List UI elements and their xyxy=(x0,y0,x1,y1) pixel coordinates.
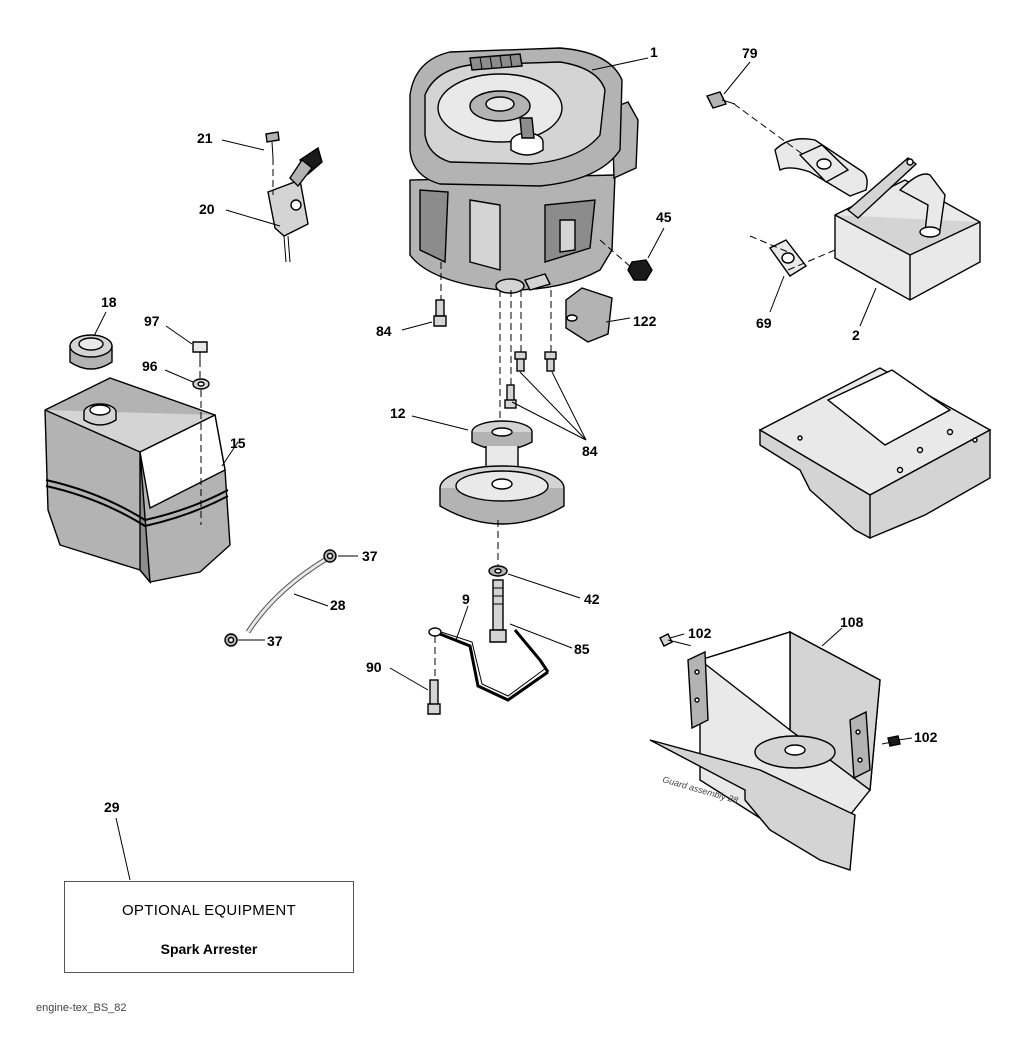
engine-mount-plate xyxy=(758,367,992,540)
screw-102-left xyxy=(659,633,685,647)
callout-12: 12 xyxy=(390,405,406,421)
callout-9: 9 xyxy=(462,591,470,607)
engine-pulley xyxy=(439,420,565,525)
callout-leader-lines xyxy=(93,57,913,881)
hose-clamp-bottom xyxy=(224,633,238,647)
fuel-line xyxy=(245,555,330,634)
fuel-cap xyxy=(69,334,113,370)
throttle-control xyxy=(267,146,323,263)
callout-84-cluster: 84 xyxy=(582,443,598,459)
callout-1: 1 xyxy=(650,44,658,60)
bolt-84-left xyxy=(433,299,447,327)
callout-37-bottom: 37 xyxy=(267,633,283,649)
bolt-97 xyxy=(192,341,208,362)
pulley-bolt xyxy=(489,579,507,643)
callout-96: 96 xyxy=(142,358,158,374)
callout-122: 122 xyxy=(633,313,657,329)
muffler-bolt xyxy=(706,91,736,109)
assembly-center-lines xyxy=(199,103,836,680)
engine-assembly xyxy=(409,47,639,294)
bolt-90 xyxy=(427,679,441,715)
belt-keeper xyxy=(428,627,550,702)
callout-108: 108 xyxy=(840,614,864,630)
washer-96 xyxy=(192,378,210,390)
callout-2: 2 xyxy=(852,327,860,343)
engine-bracket xyxy=(565,287,613,343)
callout-20: 20 xyxy=(199,201,215,217)
callout-84-left: 84 xyxy=(376,323,392,339)
callout-85: 85 xyxy=(574,641,590,657)
callout-28: 28 xyxy=(330,597,346,613)
hose-clamp-top xyxy=(323,549,337,563)
guard-assembly: Guard assembly 28 xyxy=(649,630,881,871)
optional-equipment-box: OPTIONAL EQUIPMENT Spark Arrester xyxy=(64,881,354,973)
fuel-tank xyxy=(44,377,231,585)
hex-nut xyxy=(627,259,653,281)
callout-90: 90 xyxy=(366,659,382,675)
callout-42: 42 xyxy=(584,591,600,607)
callout-102-left: 102 xyxy=(688,625,712,641)
callout-79: 79 xyxy=(742,45,758,61)
callout-15: 15 xyxy=(230,435,246,451)
bolt-84-cluster xyxy=(504,351,557,409)
screw-21 xyxy=(265,131,280,159)
spark-arrester-label: Spark Arrester xyxy=(160,941,258,957)
callout-numbers: 1 79 21 20 45 18 97 96 15 84 122 69 2 12… xyxy=(101,44,938,815)
screw-102-right xyxy=(881,735,901,747)
callout-69: 69 xyxy=(756,315,772,331)
optional-equipment-title: OPTIONAL EQUIPMENT xyxy=(121,902,297,919)
callout-102-right: 102 xyxy=(914,729,938,745)
muffler xyxy=(774,138,981,301)
callout-97: 97 xyxy=(144,313,160,329)
callout-45: 45 xyxy=(656,209,672,225)
exhaust-gasket xyxy=(768,239,808,277)
callout-37-top: 37 xyxy=(362,548,378,564)
washer-42 xyxy=(488,565,508,577)
callout-18: 18 xyxy=(101,294,117,310)
diagram-code: engine-tex_BS_82 xyxy=(36,1002,127,1014)
callout-29: 29 xyxy=(104,799,120,815)
callout-21: 21 xyxy=(197,130,213,146)
